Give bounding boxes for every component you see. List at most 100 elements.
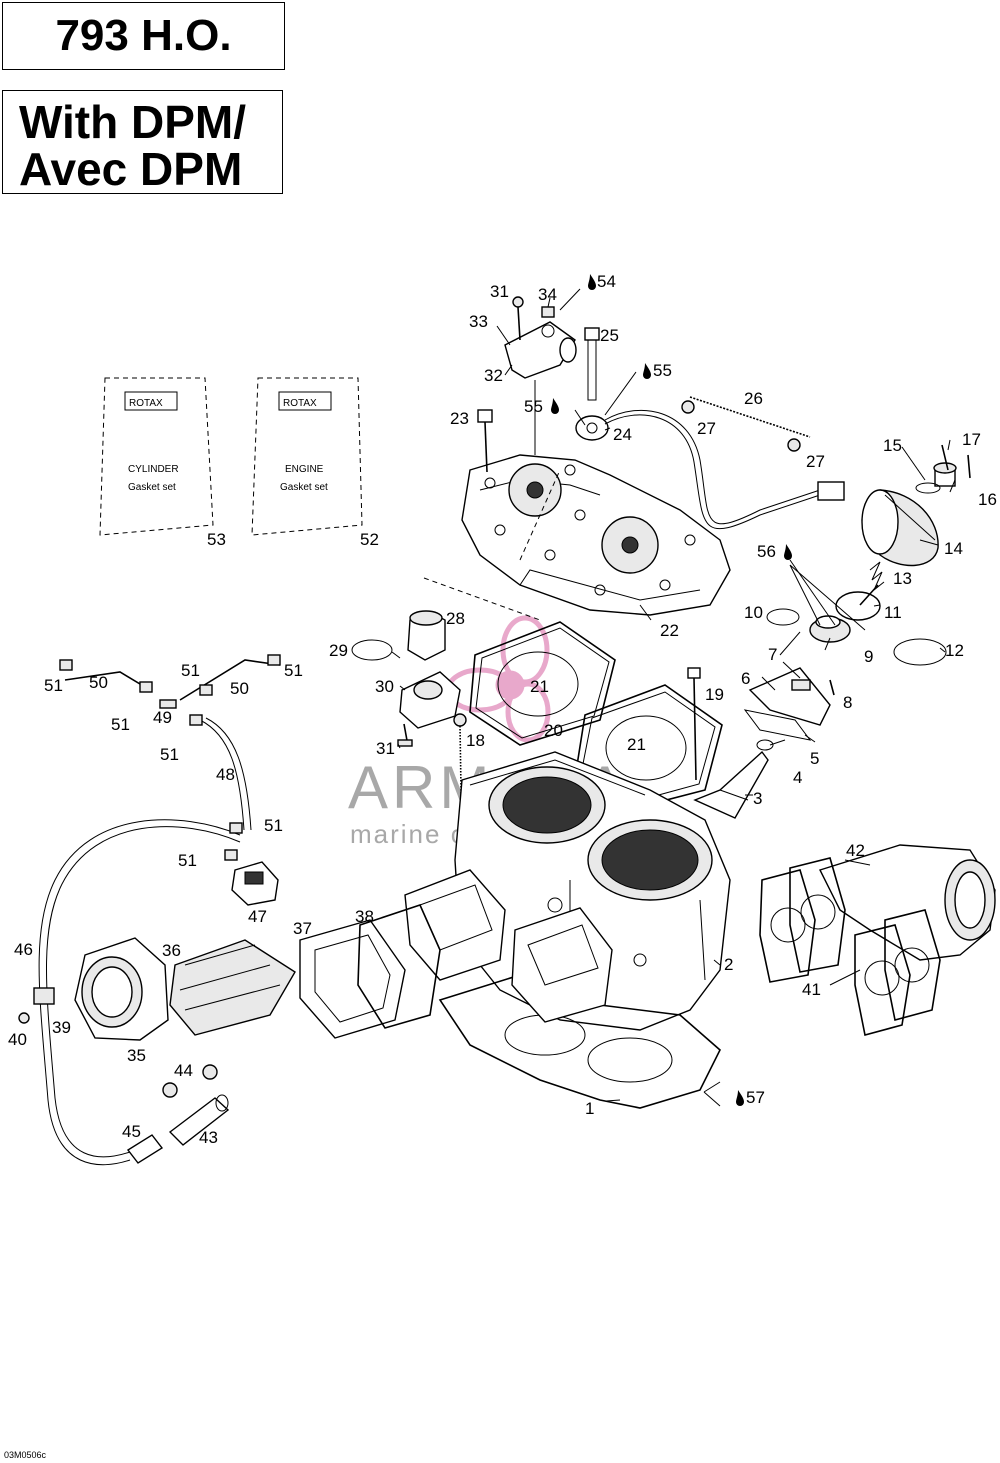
gasket-5	[743, 709, 812, 741]
variant-title: With DPM/ Avec DPM	[2, 90, 283, 194]
sensor-24	[575, 409, 845, 530]
callout-48: 48	[216, 765, 235, 784]
valve-47	[231, 861, 279, 906]
callout-10: 10	[744, 603, 763, 622]
head-gasket-21a	[469, 621, 616, 746]
callout-18: 18	[466, 731, 485, 750]
callout-36: 36	[162, 941, 181, 960]
callout-34: 34	[538, 285, 557, 304]
callout-19: 19	[705, 685, 724, 704]
cylinder-head-22	[461, 380, 731, 616]
variant-line-1: With DPM/	[19, 96, 246, 148]
callout-23: 23	[450, 409, 469, 428]
callout-31a: 31	[490, 282, 509, 301]
model-title: 793 H.O.	[2, 2, 285, 70]
gasket-kit-53: ROTAX CYLINDER Gasket set	[99, 377, 214, 536]
callout-17: 17	[962, 430, 981, 449]
callout-8: 8	[843, 693, 852, 712]
callout-12: 12	[945, 641, 964, 660]
callout-22: 22	[660, 621, 679, 640]
kit-53-brand: ROTAX	[129, 398, 163, 409]
callout-38: 38	[355, 907, 374, 926]
screw-40	[18, 1012, 30, 1024]
figure-code: 03M0506c	[4, 1450, 47, 1460]
kit-53-line1: CYLINDER	[128, 464, 179, 475]
kit-52-line1: ENGINE	[285, 464, 324, 475]
clamp-44	[162, 1064, 218, 1098]
exhaust-gasket-41b	[789, 857, 846, 973]
callout-50b: 50	[230, 679, 249, 698]
gasket-kit-52: ROTAX ENGINE Gasket set	[251, 377, 363, 536]
callout-9: 9	[864, 647, 873, 666]
callout-55b: 55	[524, 397, 543, 416]
callout-1: 1	[585, 1099, 594, 1118]
callout-35: 35	[127, 1046, 146, 1065]
callout-52: 52	[360, 530, 379, 549]
callout-54: 54	[597, 272, 616, 291]
callout-27a: 27	[697, 419, 716, 438]
reed-valve-36	[169, 939, 296, 1036]
callout-45: 45	[122, 1122, 141, 1141]
callout-43: 43	[199, 1128, 218, 1147]
callouts: 1 2 3 4 5 6 7 8 9 10 11 12 13 14 15 16 1…	[8, 272, 997, 1147]
bolt-25	[584, 327, 600, 401]
elbows-50-51	[59, 654, 281, 861]
exhaust-manifold-42	[819, 844, 996, 961]
callout-4: 4	[793, 768, 802, 787]
screws-17	[941, 444, 971, 479]
exhaust-gasket-41c	[854, 924, 911, 1036]
kit-52-line2: Gasket set	[280, 482, 328, 493]
screw-8	[829, 679, 835, 696]
water-outlet-fitting	[504, 321, 577, 379]
kit-52-brand: ROTAX	[283, 398, 317, 409]
callout-51c: 51	[284, 661, 303, 680]
callout-32: 32	[484, 366, 503, 385]
oring-15	[915, 482, 941, 494]
connector-49	[159, 699, 177, 709]
valve-housing-14	[861, 489, 939, 567]
reed-block-left	[404, 869, 506, 981]
propeller-logo	[445, 615, 551, 743]
hose-48	[199, 717, 252, 831]
hose-43	[168, 1094, 230, 1146]
callout-51g: 51	[178, 851, 197, 870]
valve-3	[693, 750, 769, 819]
callout-14: 14	[944, 539, 963, 558]
callout-7: 7	[768, 645, 777, 664]
exhaust-gasket-41a	[759, 869, 816, 983]
callout-3: 3	[753, 789, 762, 808]
spacer-37	[299, 919, 406, 1039]
kit-53-line2: Gasket set	[128, 482, 176, 493]
callout-56: 56	[757, 542, 776, 561]
cover-30	[399, 671, 461, 729]
callout-40: 40	[8, 1030, 27, 1049]
callout-51e: 51	[160, 745, 179, 764]
callout-27b: 27	[806, 452, 825, 471]
fitting-45	[126, 1134, 164, 1164]
oring-12	[893, 638, 947, 666]
gasket-38	[357, 904, 441, 1029]
callout-28: 28	[446, 609, 465, 628]
reed-block-right	[511, 907, 613, 1023]
callout-13: 13	[893, 569, 912, 588]
drop-icon	[551, 274, 792, 1106]
wire-26	[681, 396, 811, 452]
callout-46: 46	[14, 940, 33, 959]
callout-51b: 51	[181, 661, 200, 680]
callout-39: 39	[52, 1018, 71, 1037]
washer-4	[756, 739, 774, 751]
bolt-23	[477, 409, 493, 473]
callout-24: 24	[613, 425, 632, 444]
thermostat-28	[407, 610, 446, 661]
hose-46	[38, 819, 241, 1166]
actuator-6	[748, 667, 831, 726]
intake-manifold-35	[74, 937, 169, 1041]
callout-26: 26	[744, 389, 763, 408]
callout-49: 49	[153, 708, 172, 727]
stud-19	[687, 667, 701, 781]
callout-5: 5	[810, 749, 819, 768]
diaphragm-11	[835, 584, 881, 621]
callout-15: 15	[883, 436, 902, 455]
callout-21a: 21	[530, 677, 549, 696]
